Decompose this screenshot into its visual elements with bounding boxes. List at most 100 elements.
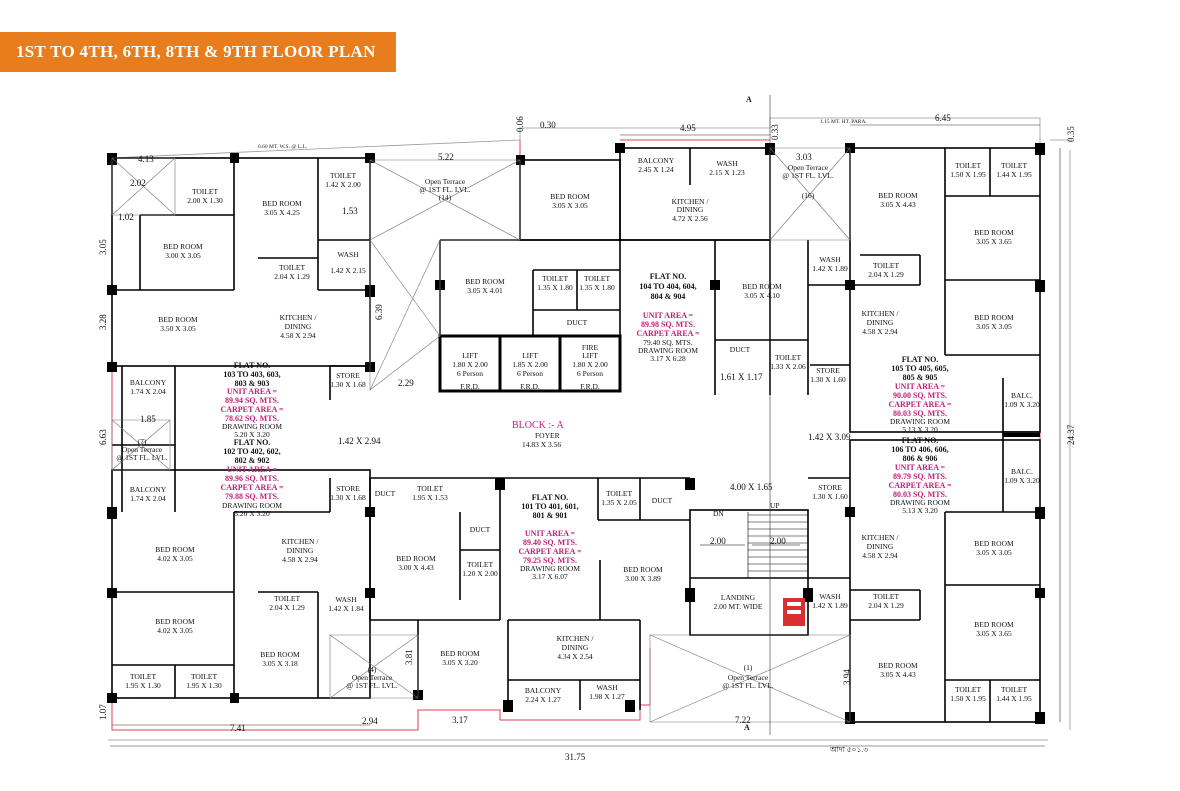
room-name: TOILET (584, 274, 611, 283)
room-dim: 2.00 MT. WIDE (714, 602, 763, 611)
drawing-room: DRAWING ROOM (890, 498, 950, 507)
carpet-area: CARPET AREA = (636, 329, 700, 338)
room-name: TOILET (191, 672, 218, 681)
drawing-room: DRAWING ROOM (520, 564, 580, 573)
flat-numbers-2: 803 & 903 (235, 379, 270, 388)
room-dim: 2.24 X 1.27 (525, 695, 561, 704)
room-dim: 1.74 X 2.04 (130, 494, 166, 503)
terrace-level: @ 1ST FL. LVL. (722, 681, 773, 690)
room-dim: 3.00 X 4.43 (398, 563, 434, 572)
markers: A A DN UP 0.60 MT. W.S. @ L.L. 1.15 MT. … (258, 95, 868, 754)
room-name: KITCHEN / (282, 537, 320, 546)
terrace-name: Open Terrace (788, 163, 829, 172)
room-dim: 4.34 X 2.54 (557, 652, 593, 661)
dim-2-00-b: 2.00 (770, 536, 786, 546)
room-name: TOILET (606, 489, 633, 498)
section-marker-top: A (746, 95, 752, 104)
room-name: TOILET (467, 560, 494, 569)
room-name: TOILET (955, 685, 982, 694)
terrace-hatching (111, 147, 851, 723)
room-name: BED ROOM (974, 313, 1014, 322)
lift-name: FIRE (582, 343, 599, 352)
stair-up-label: UP (770, 501, 780, 510)
room-dim: 1.30 X 1.60 (812, 492, 848, 501)
drawing-room: DRAWING ROOM (222, 422, 282, 431)
terrace-level: @ 1ST FL. LVL. (419, 185, 470, 194)
room-name-2: DINING (677, 205, 704, 214)
dim-3-28: 3.28 (98, 314, 108, 330)
drawing-room-dim: 3.17 X 6.07 (532, 572, 568, 581)
lift-frd: F.R.D. (460, 382, 480, 391)
room-dim: 4.02 X 3.05 (157, 554, 193, 563)
stair-down-label: DN (713, 509, 724, 518)
room-name: BALCONY (525, 686, 562, 695)
flat-numbers: 101 TO 401, 601, (521, 502, 578, 511)
room-name: DUCT (730, 345, 751, 354)
room-name: STORE (336, 371, 360, 380)
room-name: BALCONY (130, 485, 167, 494)
room-dim: 1.42 X 2.15 (330, 266, 366, 275)
room-dim: 1.74 X 2.04 (130, 387, 166, 396)
room-name: BED ROOM (550, 192, 590, 201)
unit-area-value: 89.94 SQ. MTS. (225, 396, 279, 405)
room-name: WASH (337, 250, 359, 259)
terrace-number: (1) (744, 663, 753, 672)
room-name: TOILET (192, 187, 219, 196)
flat-title: FLAT NO. (902, 355, 939, 364)
dim-2-02: 2.02 (130, 178, 146, 188)
room-dim: 2.00 X 1.30 (187, 196, 223, 205)
dim-3-94: 3.94 (842, 669, 852, 685)
room-name: TOILET (873, 261, 900, 270)
dim-1-02: 1.02 (118, 212, 134, 222)
room-dim: 2.45 X 1.24 (638, 165, 674, 174)
dim-2-00-a: 2.00 (710, 536, 726, 546)
room-dim: 3.05 X 3.20 (442, 658, 478, 667)
room-dim: 3.00 X 3.89 (625, 574, 661, 583)
flat-106-info: FLAT NO. 106 TO 406, 606, 806 & 906 UNIT… (888, 436, 952, 515)
unit-area-value: 89.98 SQ. MTS. (641, 320, 695, 329)
room-dim: 1.44 X 1.95 (996, 694, 1032, 703)
lift-frd: F.R.D. (580, 382, 600, 391)
room-dim: 2.04 X 1.29 (269, 603, 305, 612)
room-dim: 4.58 X 2.94 (862, 551, 898, 560)
dim-1-53: 1.53 (342, 206, 358, 216)
carpet-area-value: 80.03 SQ. MTS. (893, 490, 947, 499)
flat-103-info: FLAT NO. 103 TO 403, 603, 803 & 903 UNIT… (220, 361, 284, 439)
flat-numbers-2: 805 & 905 (903, 373, 938, 382)
terrace-level: @ 1ST FL. LVL. (116, 453, 167, 462)
room-dim: 3.05 X 3.05 (552, 201, 588, 210)
carpet-area: CARPET AREA = (888, 400, 952, 409)
dim-7-22: 7.22 (735, 715, 751, 725)
dim-5-22: 5.22 (438, 152, 454, 162)
room-dim: 3.05 X 4.01 (467, 286, 503, 295)
terrace-name: Open Terrace (352, 673, 393, 682)
dim-total-height: 24.37 (1066, 424, 1076, 445)
flat-numbers-2: 806 & 906 (903, 454, 938, 463)
lift-frd: F.R.D. (520, 382, 540, 391)
flat-104-info: FLAT NO. 104 TO 404, 604, 804 & 904 UNIT… (636, 272, 700, 363)
flat-numbers-2: 804 & 904 (651, 292, 686, 301)
unit-area-value: 89.79 SQ. MTS. (893, 472, 947, 481)
room-name: WASH (596, 683, 618, 692)
carpet-area: CARPET AREA = (220, 483, 284, 492)
carpet-area-value: 78.62 SQ. MTS. (225, 414, 279, 423)
handwritten-note: আদা ৫০১.৩ (829, 745, 868, 754)
lift-dim: 1.85 X 2.00 (512, 360, 548, 369)
lift-name: LIFT (522, 351, 538, 360)
block-name: BLOCK :- A (512, 420, 564, 431)
room-name: TOILET (775, 353, 802, 362)
dim-6-45: 6.45 (935, 113, 951, 123)
room-name: BED ROOM (878, 661, 918, 670)
room-name: KITCHEN / (557, 634, 595, 643)
room-name: BED ROOM (440, 649, 480, 658)
dim-2-29: 2.29 (398, 378, 414, 388)
dim-6-39: 6.39 (374, 304, 384, 320)
room-dim: 1.35 X 1.80 (537, 283, 573, 292)
room-dim: 2.15 X 1.23 (709, 168, 745, 177)
flat-102-info: FLAT NO. 102 TO 402, 602, 802 & 902 UNIT… (220, 438, 284, 518)
unit-area-value: 90.00 SQ. MTS. (893, 391, 947, 400)
room-dim: 1.33 X 2.06 (770, 362, 806, 371)
room-name: KITCHEN / (862, 309, 900, 318)
room-dim: 1.44 X 1.95 (996, 170, 1032, 179)
